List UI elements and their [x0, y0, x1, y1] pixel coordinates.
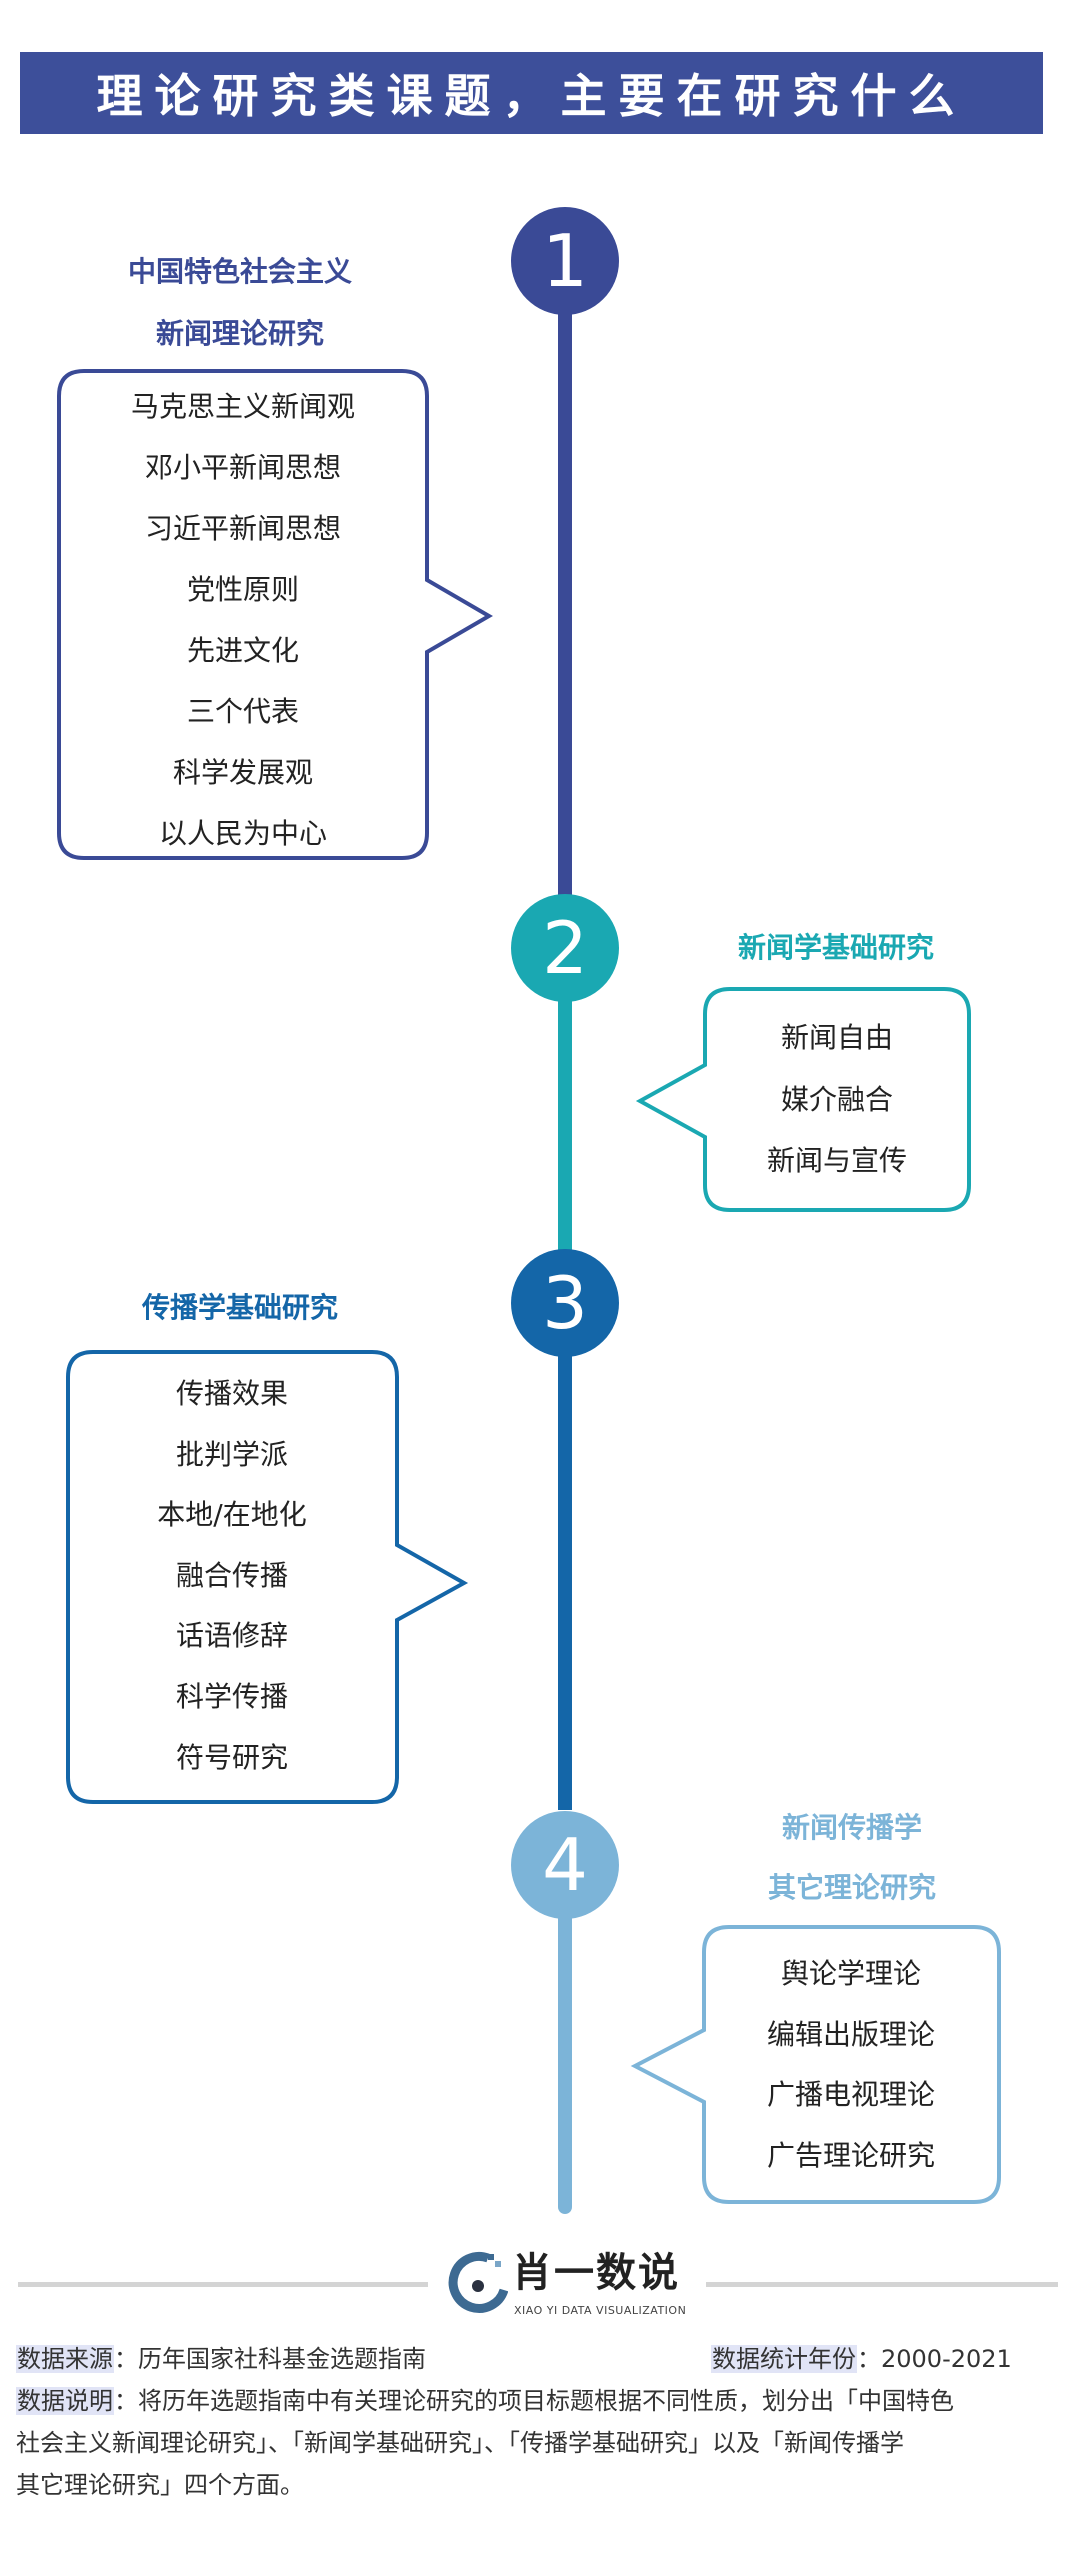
- logo-subtitle: XIAO YI DATA VISUALIZATION: [514, 2304, 687, 2317]
- callout-item: 习近平新闻思想: [144, 512, 341, 545]
- source-value: ：历年国家社科基金选题指南: [114, 2345, 426, 2373]
- callout-item: 批判学派: [175, 1437, 288, 1471]
- callout-item: 媒介融合: [780, 1082, 893, 1116]
- callout-box-3: [66, 1350, 469, 1804]
- callout-item: 邓小平新闻思想: [144, 451, 341, 484]
- divider-left: [18, 2282, 428, 2287]
- step-number-4: 4: [511, 1811, 619, 1919]
- callout-item: 话语修辞: [175, 1619, 288, 1653]
- years-value: ：2000-2021: [857, 2345, 1012, 2373]
- callout-item: 本地/在地化: [157, 1498, 307, 1532]
- callout-item: 科学发展观: [172, 756, 313, 789]
- years-label: 数据统计年份: [711, 2345, 857, 2373]
- callout-item: 新闻自由: [780, 1021, 893, 1054]
- callout-item: 广播电视理论: [766, 2078, 935, 2112]
- callout-item: 舆论学理论: [780, 1957, 921, 1990]
- note-label: 数据说明: [16, 2387, 114, 2415]
- step-number-2: 2: [511, 894, 619, 1002]
- divider-right: [706, 2282, 1058, 2287]
- callout-item: 科学传播: [175, 1680, 288, 1713]
- callout-item: 党性原则: [186, 573, 299, 606]
- callout-item: 新闻与宣传: [766, 1144, 907, 1177]
- data-source: 数据来源：历年国家社科基金选题指南: [16, 2338, 426, 2380]
- callout-item: 符号研究: [175, 1740, 288, 1774]
- note-line-1: ：将历年选题指南中有关理论研究的项目标题根据不同性质，划分出「中国特色: [114, 2387, 954, 2415]
- section-3-title: 传播学基础研究: [141, 1291, 338, 1324]
- note-line-3: 其它理论研究」四个方面。: [16, 2471, 304, 2499]
- callout-item: 马克思主义新闻观: [130, 390, 355, 423]
- step-number-3: 3: [511, 1249, 619, 1357]
- callout-box-2: [635, 987, 971, 1212]
- section-4-title-line-1: 新闻传播学: [781, 1811, 922, 1844]
- callout-item: 三个代表: [186, 695, 299, 728]
- section-1-title-line-1: 中国特色社会主义: [127, 255, 352, 288]
- logo-icon: [448, 2251, 509, 2313]
- section-4-title-line-2: 其它理论研究: [767, 1871, 936, 1904]
- logo-name: 肖一数说: [512, 2250, 680, 2296]
- callout-item: 传播效果: [175, 1377, 288, 1410]
- note-line-2: 社会主义新闻理论研究」、「新闻学基础研究」、「传播学基础研究」以及「新闻传播学: [16, 2429, 904, 2457]
- data-note: 数据说明：将历年选题指南中有关理论研究的项目标题根据不同性质，划分出「中国特色社…: [16, 2380, 954, 2506]
- source-label: 数据来源: [16, 2345, 114, 2373]
- section-2-title: 新闻学基础研究: [737, 931, 934, 964]
- section-1-title-line-2: 新闻理论研究: [155, 317, 324, 350]
- callout-item: 以人民为中心: [158, 817, 327, 850]
- callout-box-1: [57, 369, 493, 860]
- page-title: 理论研究类课题，主要在研究什么: [20, 52, 1043, 134]
- callout-item: 融合传播: [175, 1558, 288, 1592]
- callout-box-4: [630, 1925, 1001, 2204]
- data-years: 数据统计年份：2000-2021: [711, 2338, 1012, 2380]
- logo: 肖一数说 XIAO YI DATA VISUALIZATION: [448, 2250, 698, 2322]
- callout-item: 先进文化: [186, 634, 299, 667]
- step-number-1: 1: [511, 207, 619, 315]
- callout-item: 编辑出版理论: [766, 2017, 935, 2051]
- callout-item: 广告理论研究: [766, 2139, 935, 2173]
